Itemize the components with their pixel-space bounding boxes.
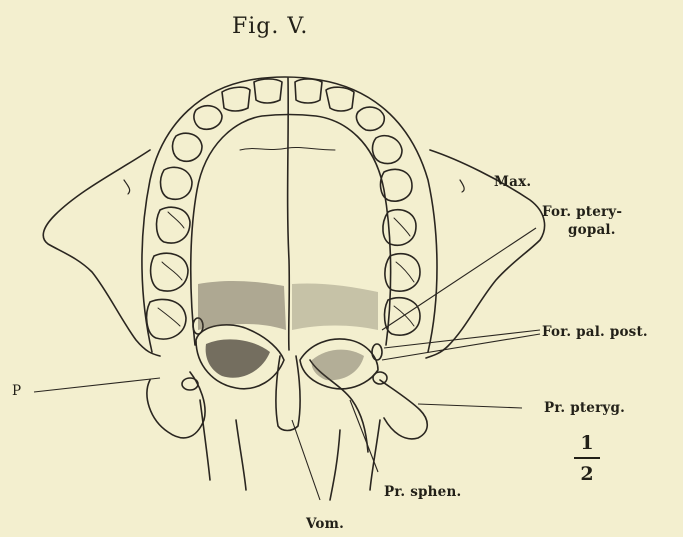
leader-p [34, 378, 160, 392]
label-for-pterygopal-line1: For. ptery- [542, 204, 622, 220]
leader-vom [292, 420, 320, 500]
leader-for-pal-post-1 [384, 330, 540, 348]
label-pr-pteryg: Pr. pteryg. [544, 400, 625, 416]
right-foramen [373, 372, 387, 384]
label-vom: Vom. [306, 516, 344, 532]
lower-left-outline [200, 400, 246, 490]
left-wing-notch [124, 180, 130, 194]
label-p: P [12, 383, 21, 399]
palatal-suture-midline [288, 78, 290, 350]
leader-pr-sphen [350, 400, 378, 472]
label-for-pal-post: For. pal. post. [542, 324, 648, 340]
leader-for-pal-post-2 [382, 334, 540, 360]
scale-denominator: 2 [572, 463, 602, 485]
label-for-pterygopal-line2: gopal. [568, 222, 616, 238]
fraction-bar [574, 457, 600, 459]
label-pr-sphen: Pr. sphen. [384, 484, 461, 500]
vomer [276, 356, 300, 431]
left-pterygoid [147, 372, 205, 438]
scale-numerator: 1 [572, 432, 602, 454]
right-pterygoid [380, 380, 427, 439]
lower-right-outline [330, 420, 380, 500]
right-pal-foramen [372, 344, 382, 360]
label-max: Max. [494, 174, 531, 190]
leader-pr-pteryg [418, 404, 522, 408]
scale-fraction: 1 2 [572, 432, 602, 485]
left-foramen [182, 378, 198, 390]
